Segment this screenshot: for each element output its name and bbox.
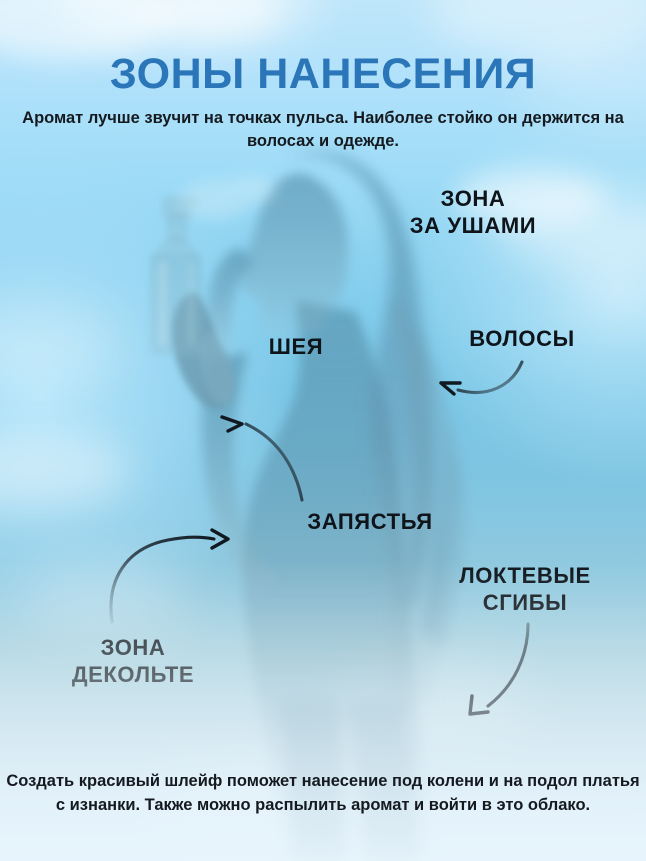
bottom-haze-overlay	[0, 561, 646, 861]
zone-label-hair: ВОЛОСЫ	[469, 326, 575, 351]
page-title: ЗОНЫ НАНЕСЕНИЯ	[109, 49, 537, 98]
subtitle-text: Аромат лучше звучит на точках пульса. На…	[22, 108, 624, 150]
footnote-text: Создать красивый шлейф поможет нанесение…	[6, 771, 640, 814]
zone-label-wrists: ЗАПЯСТЬЯ	[307, 509, 433, 534]
zone-label-behind-ears: ЗОНА ЗА УШАМИ	[409, 186, 537, 238]
zone-label-neck: ШЕЯ	[268, 334, 324, 359]
